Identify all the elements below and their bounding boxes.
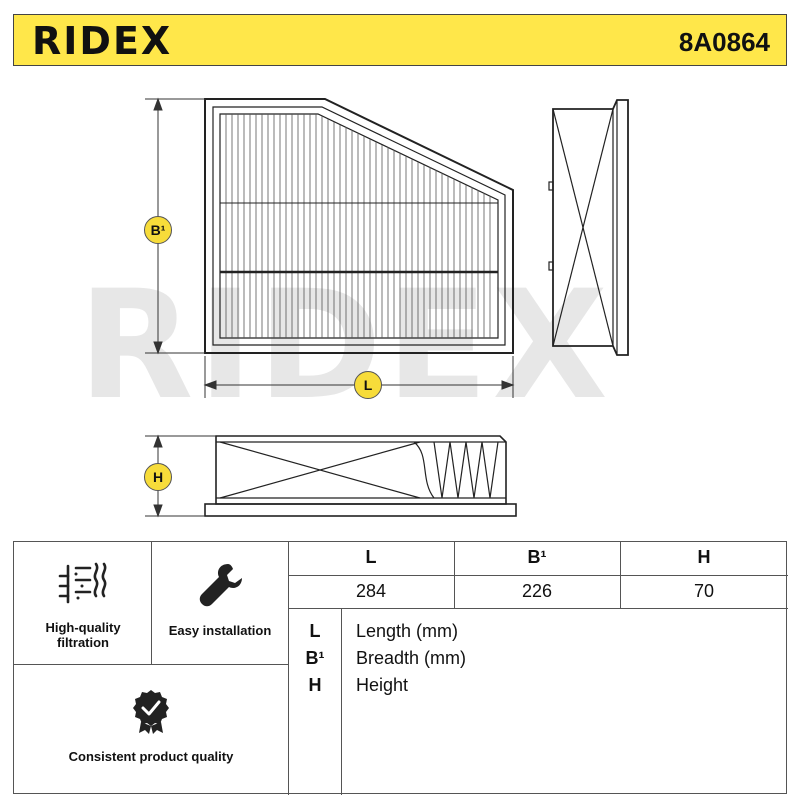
technical-drawing: RIDEX	[0, 66, 800, 540]
filtration-icon	[58, 562, 107, 604]
divider	[288, 542, 289, 795]
value-breadth: 226	[521, 581, 553, 601]
value-height: 70	[693, 581, 715, 601]
divider	[454, 542, 455, 608]
column-header-breadth: B¹	[527, 547, 547, 567]
legend-key-breadth: B¹	[305, 648, 325, 668]
quality-seal-icon	[133, 690, 169, 734]
column-header-height: H	[697, 547, 711, 567]
filter-top-view	[204, 98, 514, 354]
divider	[288, 608, 788, 609]
column-header-length: L	[365, 547, 377, 567]
filter-side-view	[548, 99, 629, 356]
divider	[288, 575, 788, 576]
brand-watermark: RIDEX	[78, 259, 612, 433]
length-badge: L	[354, 371, 382, 399]
legend-desc-breadth: Breadth (mm)	[356, 648, 467, 668]
value-length: 284	[355, 581, 387, 601]
legend-key-length: L	[309, 621, 321, 641]
header-bar: RIDEX 8A0864	[13, 14, 787, 66]
legend-desc-height: Height	[356, 675, 409, 695]
brand-logo: RIDEX	[32, 19, 173, 63]
feature-label-installation: Easy installation	[168, 623, 272, 638]
legend-key-height: H	[308, 675, 322, 695]
divider	[341, 608, 342, 795]
feature-label-quality: Consistent product quality	[68, 749, 234, 764]
divider	[151, 542, 152, 664]
feature-label-filtration: High-quality filtration	[45, 620, 121, 650]
height-badge: H	[144, 463, 172, 491]
divider	[620, 542, 621, 608]
filter-drawing-svg	[145, 97, 629, 518]
part-number: 8A0864	[678, 27, 770, 57]
filter-front-view	[204, 435, 517, 517]
wrench-icon	[199, 564, 242, 607]
divider	[14, 664, 288, 665]
breadth-badge: B¹	[144, 216, 172, 244]
specs-table: High-quality filtration Easy installatio…	[13, 541, 788, 795]
legend-desc-length: Length (mm)	[356, 621, 459, 641]
